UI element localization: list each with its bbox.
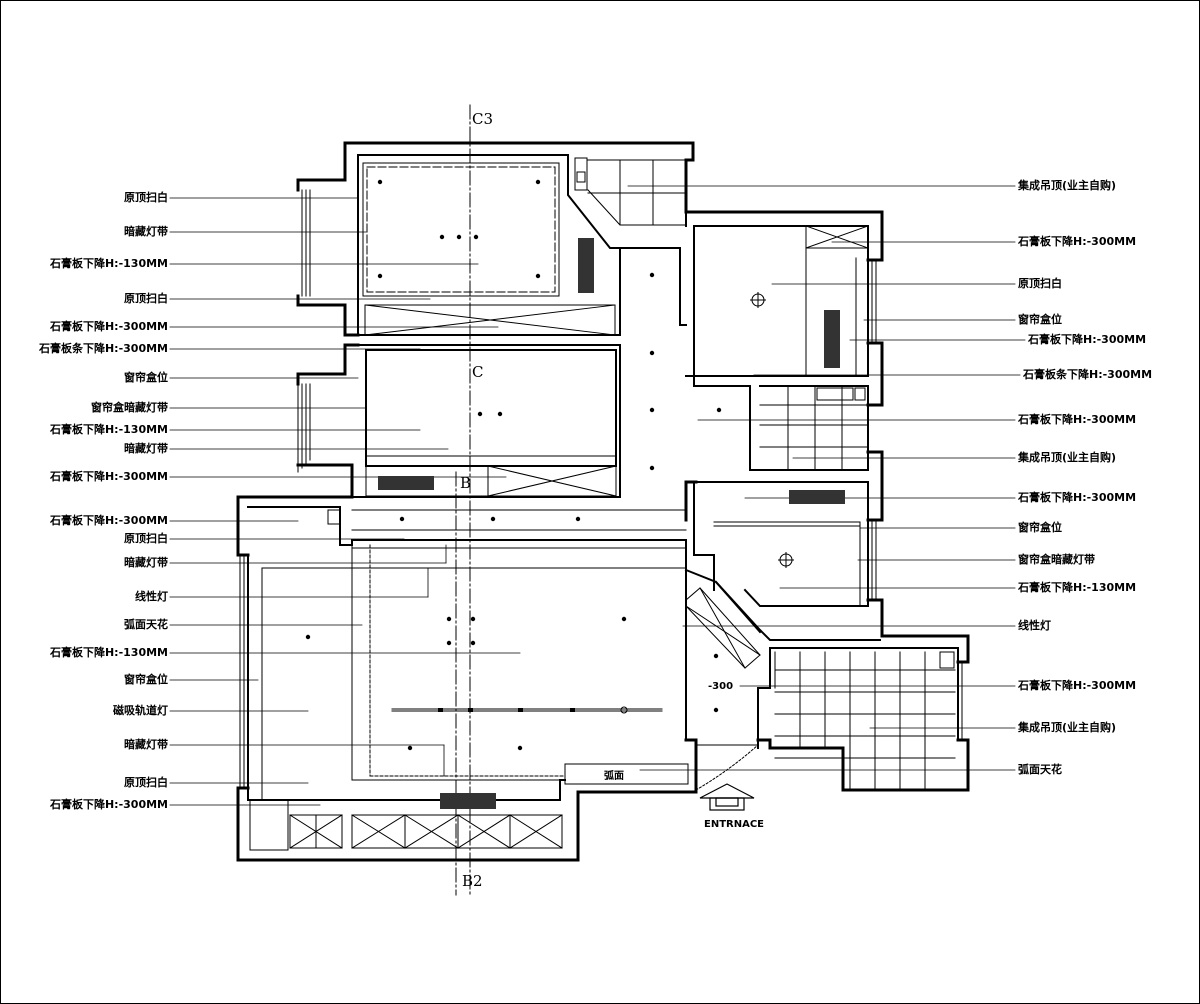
annotation-label: 窗帘盒位 [1018, 313, 1062, 326]
arc-mark: 弧面 [604, 771, 624, 782]
annotation-label: 原顶扫白 [124, 292, 168, 305]
downlights [305, 179, 722, 751]
annotation-label: 石膏板下降H:-300MM [49, 320, 168, 333]
annotation-label: 磁吸轨道灯 [113, 704, 168, 717]
annotation-label: 石膏板条下降H:-300MM [1023, 368, 1153, 381]
annotation-label: 石膏板下降H:-300MM [1018, 235, 1137, 248]
axis-label-c3: C3 [472, 110, 494, 128]
annotation-label: 暗藏灯带 [124, 442, 168, 455]
annotation-label: 集成吊顶(业主自购) [1018, 451, 1117, 464]
annotation-label: 暗藏灯带 [124, 225, 168, 238]
annotation-label: 线性灯 [1018, 619, 1051, 632]
annotation-label: 石膏板下降H:-300MM [1018, 413, 1137, 426]
annotation-label: 集成吊顶(业主自购) [1018, 179, 1117, 192]
annotation-label: 原顶扫白 [124, 776, 168, 789]
annotation-label: 窗帘盒位 [124, 673, 168, 686]
annotation-label: 暗藏灯带 [124, 556, 168, 569]
annotation-label: 集成吊顶(业主自购) [1018, 721, 1117, 734]
axis-label-c: C [472, 363, 484, 381]
annotation-label: 石膏板下降H:-130MM [1018, 581, 1137, 594]
annotation-label: 石膏板下降H:-300MM [1018, 679, 1137, 692]
outer-walls [236, 141, 970, 862]
right-leaders [627, 185, 1026, 771]
hatched-panels [378, 238, 845, 809]
entrance-label: ENTRNACE [704, 819, 764, 830]
annotation-label: 石膏板下降H:-300MM [1028, 333, 1147, 346]
annotation-label: 弧面天花 [1018, 763, 1062, 776]
detail-lines [239, 104, 963, 896]
entrance-arrow-icon [699, 783, 755, 811]
annotation-label: 线性灯 [135, 590, 168, 603]
annotation-label: 原顶扫白 [1018, 277, 1062, 290]
annotation-label: 石膏板条下降H:-300MM [38, 342, 168, 355]
annotation-label: 原顶扫白 [124, 532, 168, 545]
annotation-label: 原顶扫白 [124, 191, 168, 204]
annotation-label: 窗帘盒暗藏灯带 [91, 401, 168, 414]
axis-label-b: B [460, 474, 472, 492]
height-mark: -300 [708, 681, 734, 692]
annotation-label: 石膏板下降H:-300MM [1018, 491, 1137, 504]
annotation-label: 石膏板下降H:-130MM [49, 423, 168, 436]
annotation-label: 石膏板下降H:-300MM [49, 514, 168, 527]
annotation-label: 窗帘盒位 [124, 371, 168, 384]
annotation-label: 石膏板下降H:-130MM [49, 646, 168, 659]
annotation-label: 弧面天花 [124, 618, 168, 631]
annotation-label: 暗藏灯带 [124, 738, 168, 751]
annotation-label: 石膏板下降H:-300MM [49, 470, 168, 483]
annotation-label: 石膏板下降H:-130MM [49, 257, 168, 270]
axis-label-b2: B2 [462, 872, 483, 890]
annotation-label: 窗帘盒位 [1018, 521, 1062, 534]
annotation-label: 窗帘盒暗藏灯带 [1018, 553, 1095, 566]
annotation-label: 石膏板下降H:-300MM [49, 798, 168, 811]
left-leaders [169, 197, 521, 806]
inner-walls [247, 154, 959, 801]
